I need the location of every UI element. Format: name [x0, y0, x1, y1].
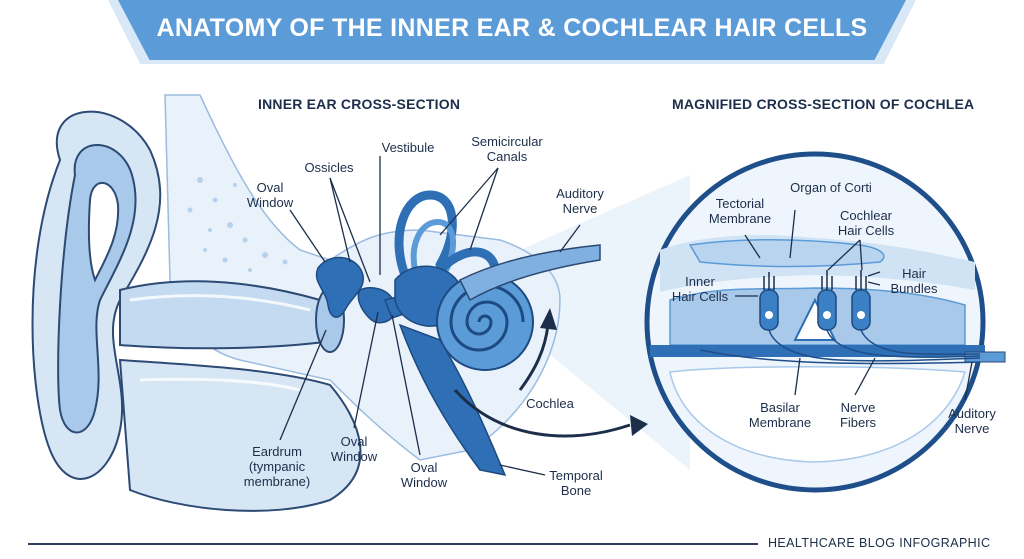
hair-bundles-shape — [763, 270, 867, 290]
label-oval-window-low: Oval Window — [400, 460, 448, 490]
footer-divider — [28, 543, 758, 545]
page-title: ANATOMY OF THE INNER EAR & COCHLEAR HAIR… — [156, 14, 868, 42]
label-temporal-bone: Temporal Bone — [549, 468, 603, 498]
basilar-membrane-shape — [650, 345, 985, 357]
label-auditory-nerve-right: Auditory Nerve — [948, 406, 996, 436]
title-banner — [118, 0, 906, 60]
label-organ-of-corti: Organ of Corti — [790, 180, 872, 195]
section-title-cochlea: MAGNIFIED CROSS-SECTION OF COCHLEA — [672, 96, 975, 112]
pinna — [31, 110, 162, 480]
label-oval-window-top: Oval Window — [246, 180, 294, 210]
nerve-fibers-shape — [699, 329, 981, 365]
label-eardrum: Eardrum (tympanic membrane) — [243, 444, 311, 489]
eustachian-tube — [398, 323, 507, 477]
magnify-arrow — [453, 308, 648, 438]
label-auditory-nerve-left: Auditory Nerve — [556, 186, 604, 216]
label-cochlear-hair-cells: Cochlear Hair Cells — [837, 208, 895, 238]
footer-caption: HEALTHCARE BLOG INFOGRAPHIC — [768, 536, 991, 550]
auditory-nerve-left-shape — [458, 244, 601, 302]
label-semicircular-canals: Semicircular Canals — [471, 134, 543, 164]
magnified-cochlea — [644, 151, 1006, 493]
label-cochlea: Cochlea — [526, 396, 574, 411]
lower-bone — [118, 358, 362, 512]
tectorial-membrane-shape — [688, 239, 885, 268]
label-nerve-fibers: Nerve Fibers — [839, 400, 877, 430]
label-inner-hair-cells: Inner Hair Cells — [671, 274, 729, 304]
leader-lines — [279, 156, 973, 476]
label-hair-bundles: Hair Bundles — [890, 266, 938, 296]
section-title-inner-ear: INNER EAR CROSS-SECTION — [258, 96, 461, 112]
label-ossicles: Ossicles — [304, 160, 354, 175]
label-vestibule: Vestibule — [381, 140, 435, 155]
label-tectorial-membrane: Tectorial Membrane — [708, 196, 772, 226]
label-basilar-membrane: Basilar Membrane — [748, 400, 812, 430]
label-oval-window-mid: Oval Window — [330, 434, 378, 464]
